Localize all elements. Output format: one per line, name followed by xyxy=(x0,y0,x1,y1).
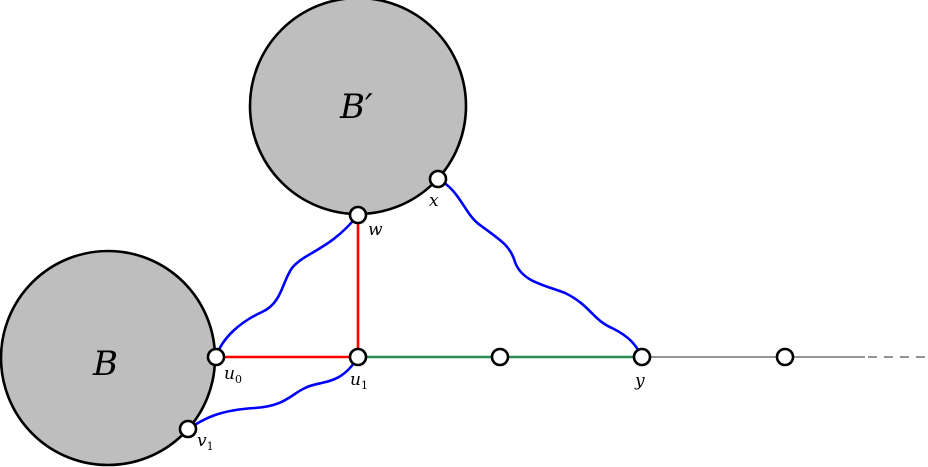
label-v1: v1 xyxy=(197,431,214,453)
vertex-u1[interactable] xyxy=(348,347,368,367)
label-w: w xyxy=(368,220,383,240)
label-B: B xyxy=(92,344,118,384)
vertex-v1[interactable] xyxy=(178,419,198,439)
label-x: x xyxy=(429,191,439,211)
vertex-x[interactable] xyxy=(428,169,448,189)
vertex-w[interactable] xyxy=(348,205,368,225)
label-B-prime: B′ xyxy=(339,87,373,127)
label-y: y xyxy=(634,371,645,391)
label-u0: u0 xyxy=(224,364,242,386)
vertex-far[interactable] xyxy=(775,347,795,367)
path-v1-u1 xyxy=(187,356,360,431)
vertex-y[interactable] xyxy=(632,347,652,367)
vertex-u0[interactable] xyxy=(206,347,226,367)
path-u0-w xyxy=(214,214,360,358)
label-u1: u1 xyxy=(350,370,368,392)
path-x-y xyxy=(437,177,644,358)
vertex-mid[interactable] xyxy=(490,347,510,367)
